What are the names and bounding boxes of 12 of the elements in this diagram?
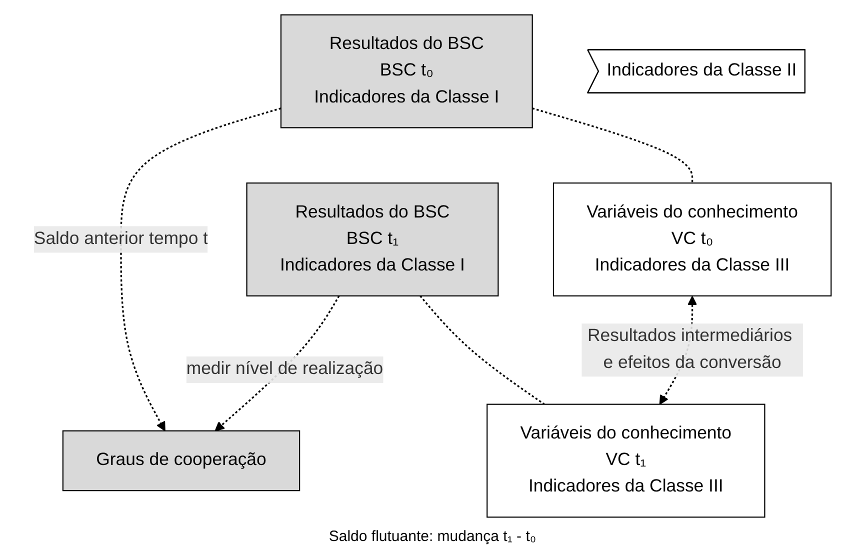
connector [532,107,694,184]
edge-label: Resultados intermediários e efeitos da conversão [587,326,792,372]
node-box: Variáveis do conhecimento VC t₁ Indicadores da Classe III [486,404,766,518]
edge-label: Saldo anterior tempo t [34,229,208,248]
edge-label: medir nível de realização [186,360,384,379]
node-box: Resultados do BSC BSC t₁ Indicadores da Classe I [246,182,499,296]
note-text: Saldo flutuante: mudança t₁ - t₀ [328,528,536,545]
node-box: Variáveis do conhecimento VC t₀ Indicadores da Classe III [552,182,832,296]
connector [420,295,545,405]
node-box: Graus de cooperação [62,430,300,492]
arrow [120,107,282,432]
node-box: Resultados do BSC BSC t₀ Indicadores da Classe I [280,14,533,128]
